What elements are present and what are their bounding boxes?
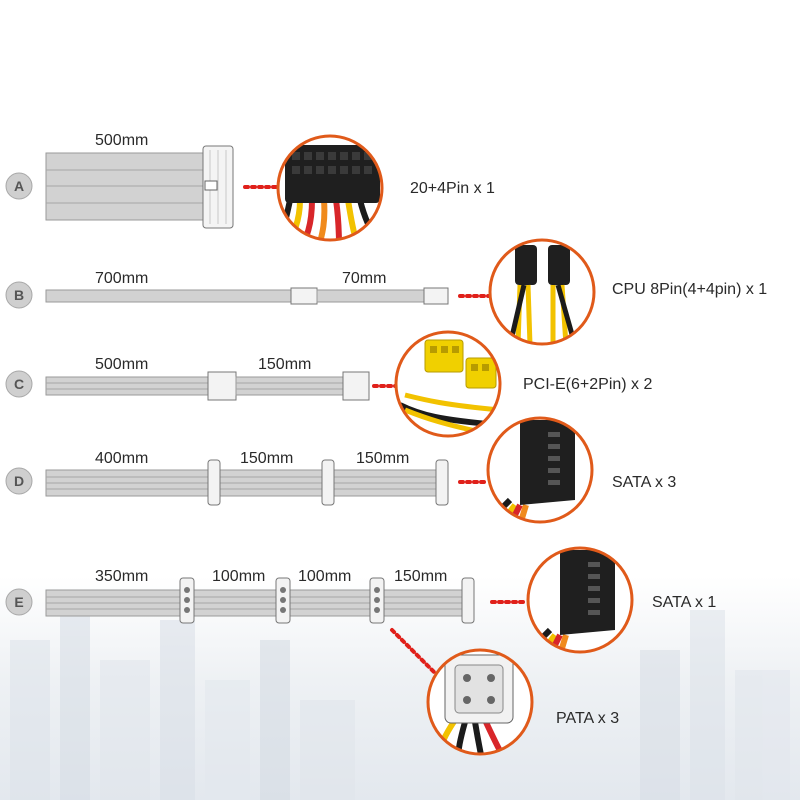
molex-plug-1: [179, 577, 195, 624]
cable-e-pata-label: PATA x 3: [556, 710, 619, 727]
sata-connector-icon: [526, 546, 634, 654]
atx-24pin-connector-icon: [276, 134, 384, 242]
cable-e-ribbon: [45, 577, 475, 624]
cable-b-letter: B: [14, 287, 24, 303]
cable-c-row: C 500mm 150mm: [5, 330, 652, 438]
atx-24pin-plug: [202, 145, 234, 229]
cable-e-letter: E: [14, 594, 23, 610]
cable-a-row: A 500mm: [5, 132, 495, 242]
cable-e-badge: E: [5, 588, 33, 616]
cable-e-pata-pointer: [390, 628, 440, 678]
cable-a-length-1: 500mm: [95, 132, 148, 149]
cable-a-ribbon: [45, 152, 207, 221]
cable-c-letter: C: [14, 376, 24, 392]
cable-a-connector-label: 20+4Pin x 1: [410, 180, 495, 197]
cable-e-length-2: 100mm: [212, 568, 265, 585]
cable-c-ribbon: [45, 371, 370, 401]
cable-b-length-2: 70mm: [342, 270, 386, 287]
cable-d-length-1: 400mm: [95, 450, 148, 467]
cable-e-length-1: 350mm: [95, 568, 148, 585]
cable-c-length-1: 500mm: [95, 356, 148, 373]
pcie-6-2pin-connector-icon: [394, 330, 502, 438]
molex-plug-2: [275, 577, 291, 624]
cable-b-connector-label: CPU 8Pin(4+4pin) x 1: [612, 281, 767, 298]
cpu-8pin-connector-icon: [488, 238, 596, 346]
cable-e-connector-label: SATA x 1: [652, 594, 716, 611]
cable-e-length-4: 150mm: [394, 568, 447, 585]
cable-c-connector-label: PCI-E(6+2Pin) x 2: [523, 376, 652, 393]
molex-plug-3: [369, 577, 385, 624]
cable-d-letter: D: [14, 473, 24, 489]
cable-d-badge: D: [5, 467, 33, 495]
cable-a-letter: A: [14, 178, 24, 194]
cable-b-badge: B: [5, 281, 33, 309]
cable-d-connector-label: SATA x 3: [612, 474, 676, 491]
cable-d-ribbon: [45, 459, 449, 506]
cable-b-row: B 700mm 70mm CPU 8Pin(4+4pin): [5, 238, 767, 346]
cable-e-row: E 350mm 100mm 100mm 150mm: [5, 546, 716, 756]
cable-e-length-3: 100mm: [298, 568, 351, 585]
cable-c-length-2: 150mm: [258, 356, 311, 373]
sata-connector-icon: [486, 416, 594, 524]
cable-c-badge: C: [5, 370, 33, 398]
cable-d-length-2: 150mm: [240, 450, 293, 467]
cable-a-badge: A: [5, 172, 33, 200]
cable-d-length-3: 150mm: [356, 450, 409, 467]
cable-d-row: D 400mm 150mm 150mm: [5, 416, 676, 524]
cable-b-ribbon: [45, 287, 449, 305]
molex-pata-connector-icon: [426, 648, 534, 756]
cable-b-length-1: 700mm: [95, 270, 148, 287]
